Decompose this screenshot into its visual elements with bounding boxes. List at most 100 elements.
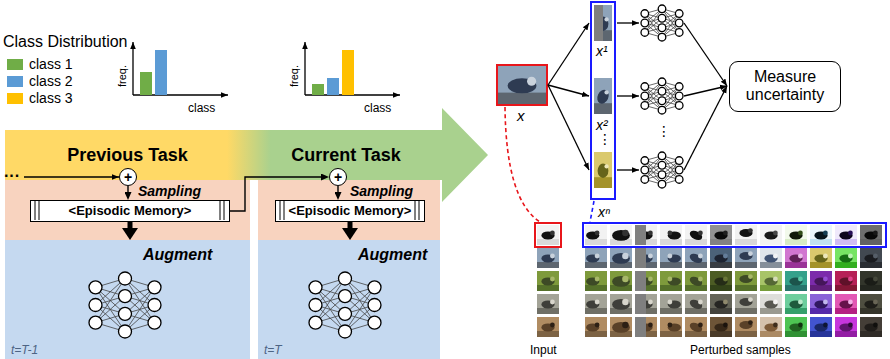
image-thumbnail: [860, 271, 882, 291]
image-thumbnail: [537, 271, 559, 291]
image-thumbnail: [860, 248, 882, 268]
legend-text: class 1: [29, 56, 73, 72]
image-thumbnail: [660, 294, 682, 314]
image-thumbnail: [610, 271, 632, 291]
text-slot: t=T-1: [11, 340, 38, 358]
flow-arrow: [337, 186, 338, 192]
timeline-arrow: [5, 108, 488, 202]
label-slot: freq.: [122, 72, 144, 90]
image-thumbnail: [610, 225, 632, 245]
label-slot: x: [517, 107, 525, 125]
ellipsis: ⋮: [657, 123, 671, 139]
legend-row: class 2: [7, 73, 73, 90]
image-thumbnail: [810, 317, 832, 337]
sample-label: x¹: [596, 43, 608, 59]
node-text: +: [124, 170, 132, 184]
step-label: t=T-1: [11, 344, 38, 358]
sample-label: x²: [596, 117, 608, 133]
sum-circle: +: [119, 168, 137, 186]
image-thumbnail: [760, 317, 782, 337]
legend-row: class 3: [7, 90, 73, 107]
memory-box: <Episodic Memory>: [30, 200, 230, 222]
node-text: Measure uncertainty: [739, 68, 831, 105]
caption-label: Input: [530, 344, 557, 358]
image-thumbnail: [610, 317, 632, 337]
image-thumbnail: [498, 66, 546, 104]
bar-chart: [305, 42, 400, 95]
pipeline-arrow: [617, 95, 639, 96]
legend-swatch: [7, 93, 23, 104]
panel-title: Sampling: [138, 183, 201, 199]
sampling-ground: [5, 180, 250, 240]
image-thumbnails: [89, 5, 882, 338]
image-thumbnail: [685, 248, 707, 268]
label-slot: Class Distribution: [3, 33, 127, 51]
pipeline-arrows: [548, 5, 727, 188]
sampling-panel: <Episodic Memory> Sampling: [5, 180, 250, 240]
image-thumbnail: [785, 294, 807, 314]
label-slot: xⁿ: [598, 203, 610, 221]
image-thumbnail: [585, 271, 607, 291]
panel-title: Augment: [143, 246, 212, 264]
network-icon: [641, 78, 683, 114]
legend-swatch: [7, 76, 23, 87]
axis-label: freq.: [288, 65, 301, 87]
text-slot: Sampling: [138, 182, 201, 200]
image-thumbnail: [685, 225, 707, 245]
image-thumbnail: [635, 248, 657, 268]
image-thumbnail: [660, 248, 682, 268]
training-panel: Augmentt=T: [258, 240, 440, 359]
legend: class 1class 2class 3: [7, 56, 73, 107]
image-thumbnail: [660, 317, 682, 337]
image-thumbnail: [537, 294, 559, 314]
training-panel: Augment t=T-1: [5, 240, 250, 359]
image-thumbnail: [710, 317, 732, 337]
network-icon: [89, 272, 161, 338]
image-thumbnail: [660, 271, 682, 291]
sum-circle: +: [329, 168, 347, 186]
image-thumbnail: [685, 271, 707, 291]
image-thumbnail: [785, 225, 807, 245]
image-thumbnail: [635, 294, 657, 314]
image-thumbnail: [785, 317, 807, 337]
image-thumbnail: [810, 271, 832, 291]
image-thumbnail: [685, 317, 707, 337]
node-text: <Episodic Memory>: [289, 204, 412, 219]
legend-swatch: [7, 59, 23, 70]
uncertainty-box: Measure uncertainty: [729, 61, 841, 112]
network-icon: [641, 5, 683, 41]
image-thumbnail: [635, 271, 657, 291]
image-thumbnail: [735, 225, 757, 245]
caption-label: Perturbed samples: [690, 344, 791, 358]
image-thumbnail: [860, 294, 882, 314]
sampling-panel: <Episodic Memory>Sampling: [258, 180, 440, 240]
image-thumbnail: [685, 294, 707, 314]
image-thumbnail: [810, 225, 832, 245]
sample-label: xⁿ: [598, 204, 610, 220]
image-thumbnail: [710, 294, 732, 314]
image-thumbnail: [810, 294, 832, 314]
image-thumbnail: [735, 317, 757, 337]
network-icon: [641, 152, 683, 188]
axis-label: class: [364, 102, 391, 116]
pipeline-arrow: [548, 23, 589, 85]
image-thumbnail: [760, 271, 782, 291]
image-thumbnail: [610, 248, 632, 268]
network-icon: [309, 272, 381, 338]
panel-grounds: [5, 180, 440, 359]
image-thumbnail: [835, 294, 857, 314]
node-text: <Episodic Memory>: [69, 204, 192, 219]
pipeline-arrow: [684, 86, 727, 170]
image-thumbnail: [760, 248, 782, 268]
image-thumbnail: [735, 294, 757, 314]
legend-title: Class Distribution: [3, 33, 127, 51]
image-thumbnail: [785, 271, 807, 291]
axis-label: freq.: [116, 65, 129, 87]
image-thumbnail: [594, 78, 612, 114]
pipeline-arrow: [684, 23, 727, 86]
ellipsis: ···: [4, 167, 20, 185]
image-thumbnail: [760, 294, 782, 314]
image-thumbnail: [760, 225, 782, 245]
label-slot: class: [188, 98, 215, 116]
image-thumbnail: [537, 317, 559, 337]
